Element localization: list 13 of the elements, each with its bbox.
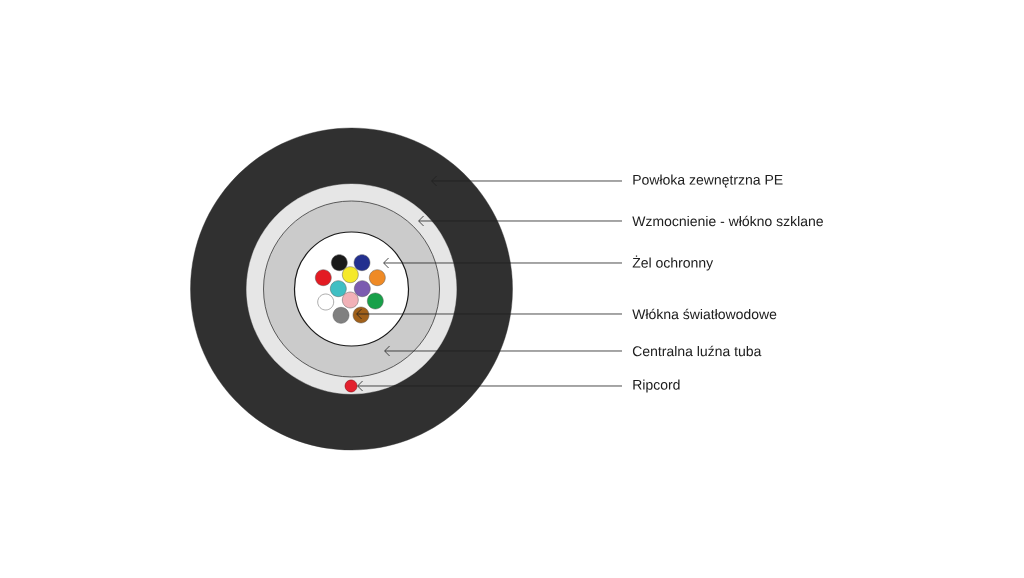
leader-arrow <box>356 308 623 320</box>
leader-arrow <box>384 345 623 357</box>
leader-arrow <box>357 380 623 392</box>
callout-label: Wzmocnienie - włókno szklane <box>632 215 823 227</box>
callout-label: Włókna światłowodowe <box>632 308 777 320</box>
leader-arrow <box>418 215 623 227</box>
callout-label: Żel ochronny <box>632 255 714 271</box>
callout-label: Powłoka zewnętrzna PE <box>633 174 783 188</box>
callout-label: Centralna luźna tuba <box>632 345 762 357</box>
fiber-dot <box>352 306 370 324</box>
leader-arrow <box>383 257 623 269</box>
leader-arrow <box>431 175 623 187</box>
callout-label: Ripcord <box>633 379 680 393</box>
